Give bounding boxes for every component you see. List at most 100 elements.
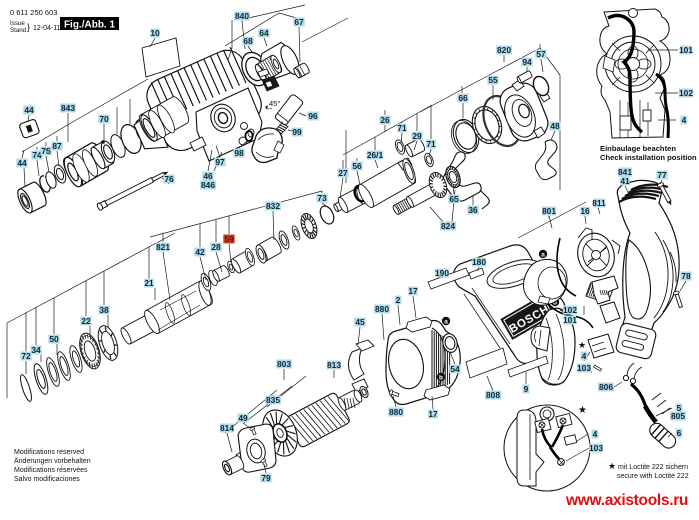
svg-text:22: 22: [81, 316, 91, 326]
svg-text:41: 41: [620, 176, 630, 186]
svg-text:Modifications réservées: Modifications réservées: [14, 467, 88, 474]
svg-text:66: 66: [458, 93, 468, 103]
svg-text:72: 72: [21, 351, 31, 361]
svg-text:0 611 250 603: 0 611 250 603: [10, 8, 57, 17]
svg-text:38: 38: [99, 305, 109, 315]
svg-text:801: 801: [542, 206, 556, 216]
svg-text:55: 55: [488, 75, 498, 85]
svg-text:65: 65: [449, 194, 459, 204]
svg-text:821: 821: [156, 242, 170, 252]
svg-text:76: 76: [164, 174, 174, 184]
svg-text:54: 54: [450, 364, 460, 374]
svg-text:4: 4: [593, 429, 598, 439]
svg-text:841: 841: [618, 167, 632, 177]
svg-text:835: 835: [266, 395, 280, 405]
svg-text:49: 49: [238, 413, 248, 423]
svg-text:67: 67: [294, 17, 304, 27]
svg-text:820: 820: [497, 45, 511, 55]
svg-text:71: 71: [397, 123, 407, 133]
svg-text:5: 5: [677, 403, 682, 413]
svg-text:87: 87: [52, 141, 62, 151]
svg-text:843: 843: [61, 103, 75, 113]
svg-text:a: a: [541, 252, 545, 259]
svg-text:102: 102: [679, 88, 693, 98]
svg-text:75: 75: [41, 146, 51, 156]
svg-text:811: 811: [592, 198, 606, 208]
svg-text:103: 103: [577, 363, 591, 373]
svg-text:28: 28: [211, 242, 221, 252]
svg-text:Fig./Abb. 1: Fig./Abb. 1: [64, 20, 116, 31]
svg-text:101: 101: [563, 315, 577, 325]
svg-text:840: 840: [235, 11, 249, 21]
svg-text:70: 70: [99, 114, 109, 124]
svg-text:26: 26: [380, 115, 390, 125]
svg-text:45: 45: [355, 317, 365, 327]
svg-text:103: 103: [589, 443, 603, 453]
svg-text:48: 48: [550, 121, 560, 131]
svg-text:a: a: [444, 319, 448, 326]
svg-text:96: 96: [308, 111, 318, 121]
svg-text:59: 59: [224, 234, 234, 244]
svg-text:79: 79: [261, 473, 271, 483]
svg-text:}: }: [27, 22, 30, 32]
svg-text:4: 4: [682, 115, 687, 125]
svg-text:34: 34: [31, 345, 41, 355]
svg-text:808: 808: [486, 390, 500, 400]
svg-text:2: 2: [396, 295, 401, 305]
svg-text:64: 64: [259, 28, 269, 38]
svg-text:b: b: [439, 375, 443, 382]
svg-text:46: 46: [203, 171, 213, 181]
svg-text:73: 73: [317, 193, 327, 203]
svg-text:44: 44: [24, 105, 34, 115]
svg-text:Salvo modificaciones: Salvo modificaciones: [14, 476, 80, 483]
svg-text:77: 77: [657, 170, 667, 180]
svg-text:secure with Loctite 222: secure with Loctite 222: [617, 473, 689, 480]
svg-text:9: 9: [524, 384, 529, 394]
svg-text:10: 10: [150, 28, 160, 38]
svg-text:50: 50: [49, 334, 59, 344]
svg-text:★ mit Loctite 222 sichern: ★ mit Loctite 222 sichern: [608, 461, 688, 471]
svg-text:56: 56: [352, 161, 362, 171]
svg-text:★: ★: [578, 405, 587, 416]
svg-text:880: 880: [375, 304, 389, 314]
svg-text:71: 71: [426, 139, 436, 149]
svg-text:★: ★: [578, 340, 586, 350]
svg-text:97: 97: [215, 157, 225, 167]
svg-text:Check installation position: Check installation position: [600, 153, 697, 162]
svg-text:846: 846: [201, 180, 215, 190]
svg-text:17: 17: [428, 409, 438, 419]
svg-text:805: 805: [671, 411, 685, 421]
svg-text:832: 832: [266, 201, 280, 211]
svg-text:180: 180: [472, 257, 486, 267]
svg-text:21: 21: [144, 278, 154, 288]
svg-text:www.axistools.ru: www.axistools.ru: [565, 492, 688, 509]
svg-text:880: 880: [389, 407, 403, 417]
svg-text:Einbaulage beachten: Einbaulage beachten: [600, 144, 676, 153]
svg-text:26/1: 26/1: [367, 150, 384, 160]
svg-text:78: 78: [681, 271, 691, 281]
svg-text:102: 102: [563, 305, 577, 315]
svg-text:803: 803: [277, 359, 291, 369]
svg-text:6: 6: [677, 428, 682, 438]
svg-text:4: 4: [582, 351, 587, 361]
svg-text:Issue: Issue: [10, 20, 25, 27]
svg-text:824: 824: [441, 221, 455, 231]
svg-text:44: 44: [17, 158, 27, 168]
svg-text:27: 27: [338, 168, 348, 178]
svg-text:57: 57: [536, 49, 546, 59]
svg-text:17: 17: [408, 286, 418, 296]
svg-text:36: 36: [468, 205, 478, 215]
svg-text:Modifications reserved: Modifications reserved: [14, 449, 84, 456]
svg-text:Stand: Stand: [10, 27, 27, 34]
svg-text:29: 29: [412, 131, 422, 141]
svg-text:16: 16: [580, 206, 590, 216]
svg-text:42: 42: [195, 247, 205, 257]
svg-text:74: 74: [32, 150, 42, 160]
svg-text:101: 101: [679, 45, 693, 55]
svg-text:98: 98: [234, 148, 244, 158]
svg-text:813: 813: [327, 360, 341, 370]
svg-text:12-04-11: 12-04-11: [33, 25, 61, 32]
svg-text:814: 814: [220, 423, 234, 433]
svg-text:806: 806: [599, 382, 613, 392]
svg-text:68: 68: [243, 36, 253, 46]
